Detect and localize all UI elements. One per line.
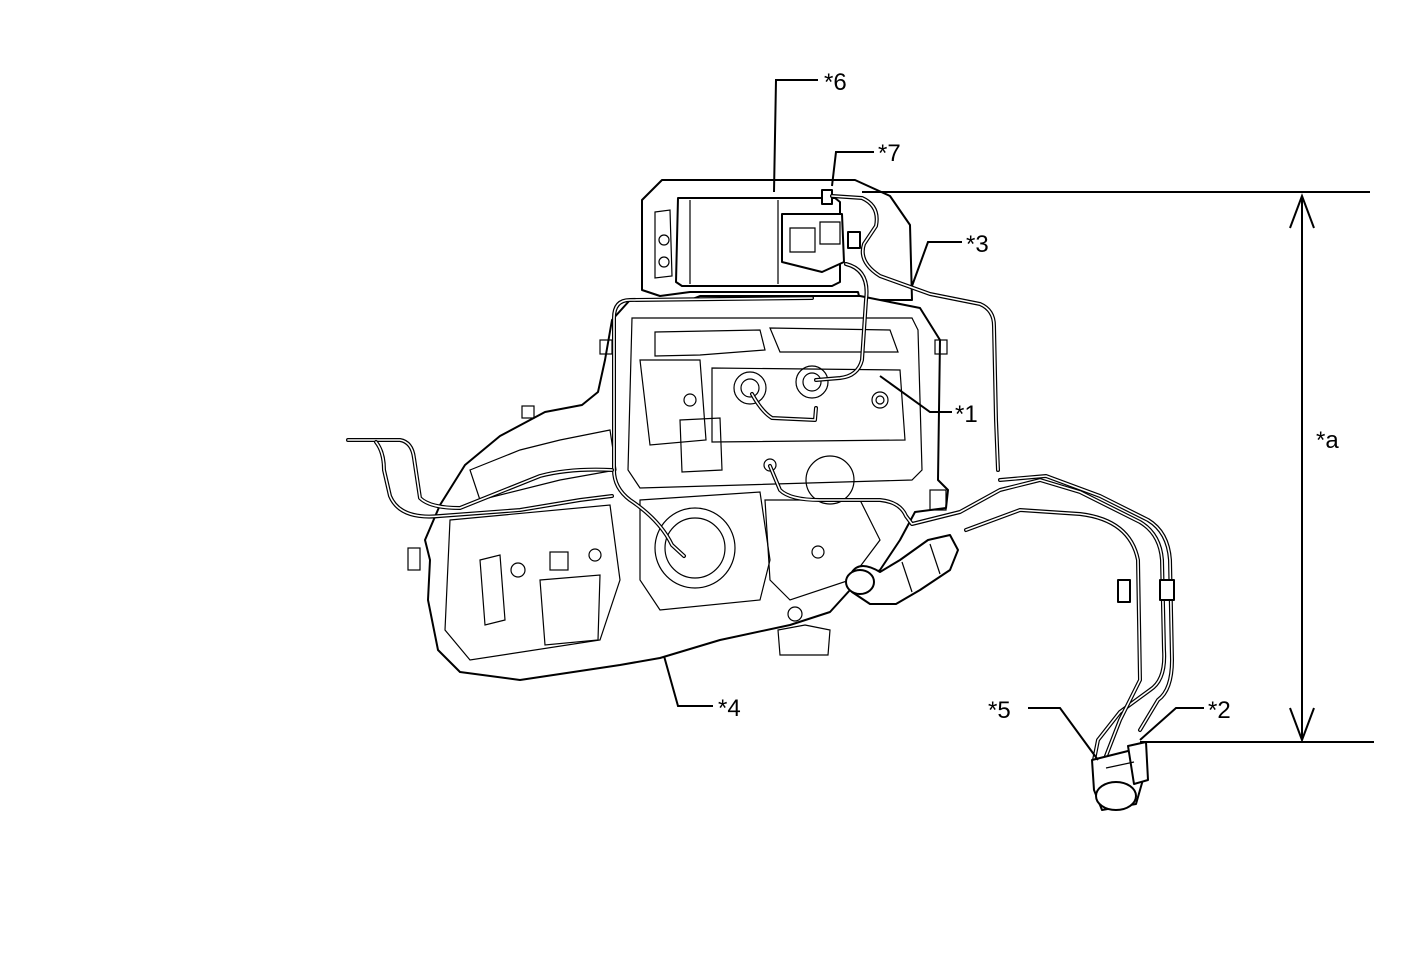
fuel-tank <box>407 295 949 681</box>
callout-4: *4 <box>718 695 741 722</box>
fuel-filler-neck <box>1091 579 1175 811</box>
dimension-label-a: *a <box>1316 427 1339 454</box>
dimension-a <box>862 191 1374 743</box>
callout-2: *2 <box>1208 697 1231 724</box>
callout-5: *5 <box>988 697 1011 724</box>
leader-lines <box>663 79 1204 761</box>
charcoal-canister <box>675 189 861 287</box>
callout-6: *6 <box>824 69 847 96</box>
fuel-tubes <box>346 194 1174 762</box>
callout-7: *7 <box>878 140 901 167</box>
callout-1: *1 <box>955 401 978 428</box>
callout-3: *3 <box>966 231 989 258</box>
